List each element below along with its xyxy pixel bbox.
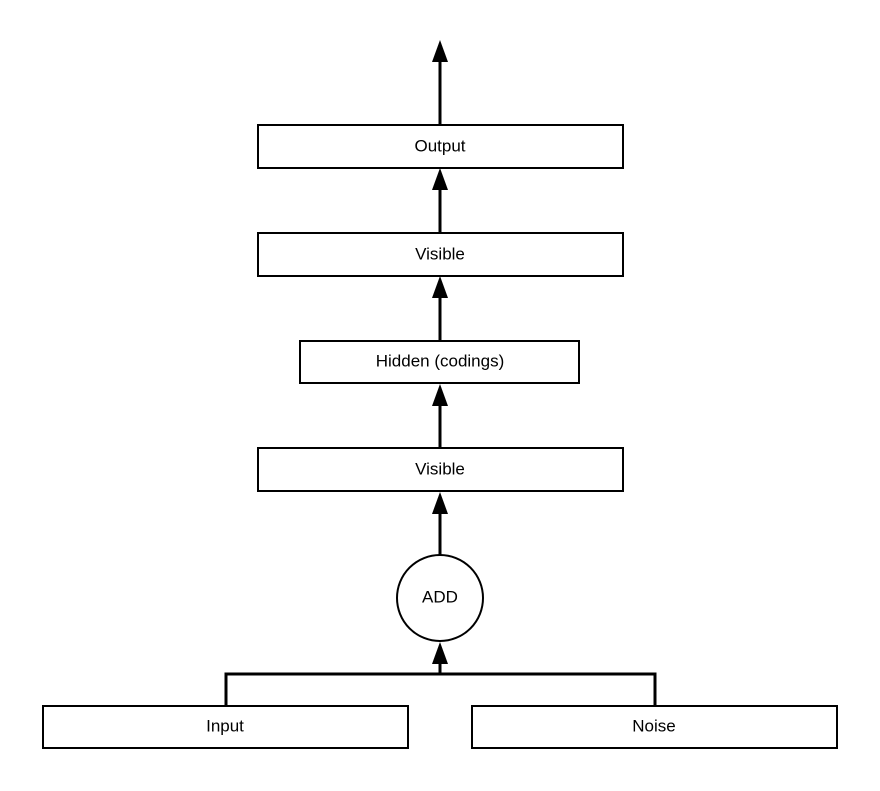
arrowhead-icon [432, 384, 448, 406]
arrowhead-icon [432, 168, 448, 190]
node-output-label: Output [414, 136, 465, 155]
node-visible-bottom: Visible [257, 447, 624, 492]
node-input: Input [42, 705, 409, 749]
edge-input-noise-merge [224, 672, 657, 706]
arrowhead-icon [432, 276, 448, 298]
node-noise: Noise [471, 705, 838, 749]
node-noise-label: Noise [632, 716, 675, 735]
node-visible-bottom-label: Visible [415, 459, 465, 478]
arrowhead-icon [432, 40, 448, 62]
arrowhead-icon [432, 642, 448, 664]
arrowhead-icon [432, 492, 448, 514]
node-visible-top-label: Visible [415, 244, 465, 263]
node-add-label: ADD [422, 587, 458, 606]
node-hidden-label: Hidden (codings) [376, 351, 505, 370]
node-hidden: Hidden (codings) [299, 340, 580, 384]
node-output: Output [257, 124, 624, 169]
node-visible-top: Visible [257, 232, 624, 277]
node-add: ADD [396, 554, 484, 642]
node-input-label: Input [206, 716, 244, 735]
edges [224, 40, 657, 706]
